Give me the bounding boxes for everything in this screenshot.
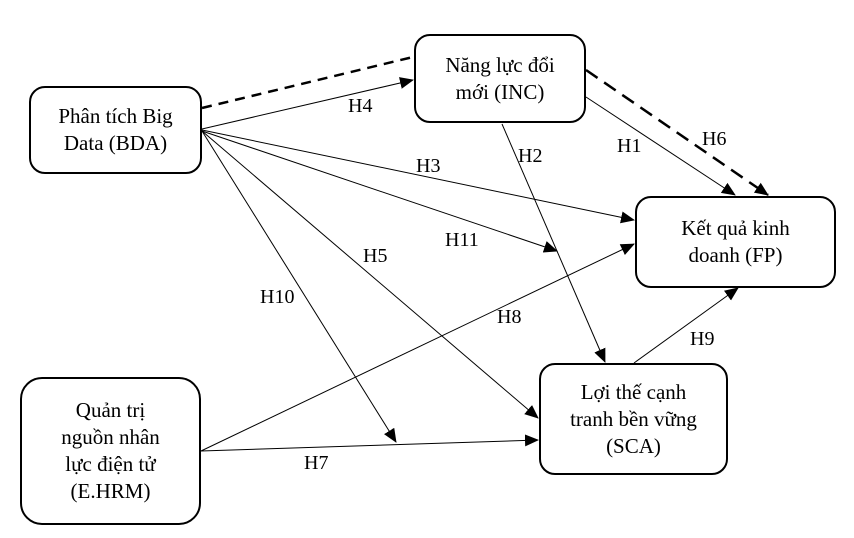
node-ehrm-line-3: lực điện tử bbox=[65, 452, 156, 476]
node-sca-line-3: (SCA) bbox=[606, 433, 661, 458]
node-fp-line-2: doanh (FP) bbox=[688, 243, 783, 267]
edge-H8 bbox=[200, 243, 635, 452]
node-bda-line-1: Phân tích Big bbox=[58, 104, 173, 128]
node-ehrm-line-2: nguồn nhân bbox=[61, 425, 160, 449]
edge-H10 bbox=[201, 130, 397, 443]
edge-H7 bbox=[200, 434, 539, 452]
edge-H5 bbox=[201, 130, 539, 419]
edge-label-h4: H4 bbox=[348, 95, 373, 117]
edge-label-h2: H2 bbox=[518, 145, 543, 167]
node-fp: Kết quả kinh doanh (FP) bbox=[635, 196, 836, 288]
edge-label-h5: H5 bbox=[363, 245, 388, 267]
edge-label-h8: H8 bbox=[497, 306, 522, 328]
edge-H9 bbox=[633, 287, 739, 364]
node-sca-line-2: tranh bền vững bbox=[570, 406, 697, 431]
node-inc-line-1: Năng lực đổi bbox=[445, 52, 555, 77]
node-ehrm: Quản trị nguồn nhân lực điện tử (E.HRM) bbox=[20, 377, 201, 525]
edge-label-h9: H9 bbox=[690, 328, 715, 350]
edge-H1 bbox=[585, 96, 736, 196]
node-ehrm-line-1: Quản trị bbox=[75, 398, 146, 422]
edge-H6-dashed-segment-2 bbox=[585, 68, 769, 197]
edge-label-h7: H7 bbox=[304, 452, 329, 474]
edge-H3 bbox=[201, 129, 635, 224]
edge-H4 bbox=[201, 77, 414, 130]
node-bda: Phân tích Big Data (BDA) bbox=[29, 86, 202, 174]
edge-H11 bbox=[201, 130, 558, 253]
edge-label-h3: H3 bbox=[416, 155, 441, 177]
edge-label-h11: H11 bbox=[445, 229, 479, 251]
node-fp-line-1: Kết quả kinh bbox=[681, 216, 790, 240]
node-bda-line-2: Data (BDA) bbox=[63, 131, 168, 155]
node-sca-line-1: Lợi thế cạnh bbox=[580, 379, 687, 404]
node-ehrm-line-4: (E.HRM) bbox=[70, 479, 151, 503]
edge-label-h1: H1 bbox=[617, 135, 642, 157]
edge-H6-dashed-segment-1 bbox=[201, 55, 414, 110]
node-sca: Lợi thế cạnh tranh bền vững (SCA) bbox=[539, 363, 728, 475]
node-inc: Năng lực đổi mới (INC) bbox=[414, 34, 586, 123]
edge-label-h10: H10 bbox=[260, 286, 295, 308]
node-inc-line-2: mới (INC) bbox=[455, 79, 545, 104]
edge-label-h6: H6 bbox=[702, 128, 727, 150]
